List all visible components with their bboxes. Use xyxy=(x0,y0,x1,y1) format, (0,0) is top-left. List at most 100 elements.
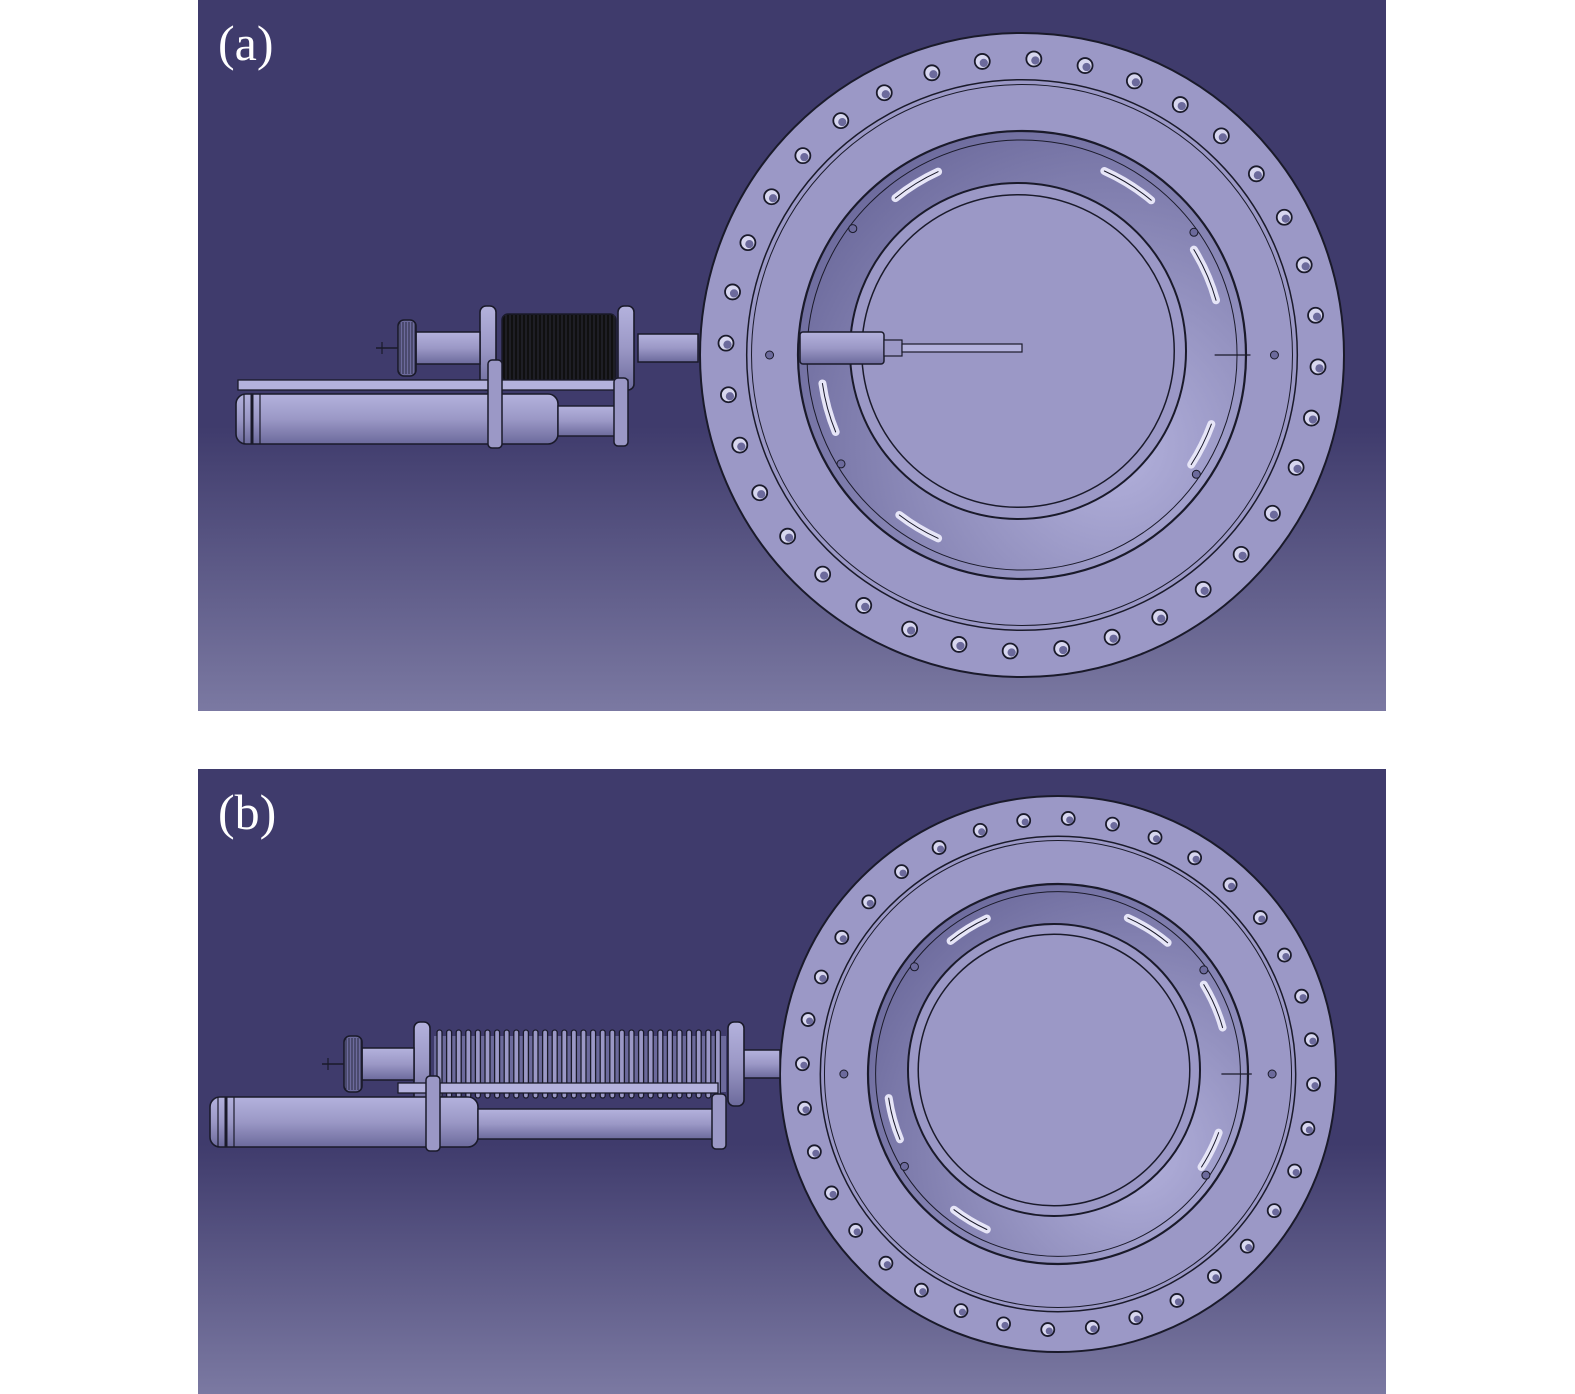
bolt-hole-shadow xyxy=(839,935,847,943)
cooling-slot-edge xyxy=(888,1097,901,1140)
bolt-hole-shadow xyxy=(979,58,988,68)
bolt-hole-shadow xyxy=(745,240,754,249)
bolt-hole-shadow xyxy=(1312,312,1322,321)
bolt-hole-shadow xyxy=(883,1261,891,1269)
bellows-convolution xyxy=(532,1029,539,1099)
flange-seal-ring-inner xyxy=(751,84,1293,626)
cooling-slot-edge xyxy=(898,514,939,539)
cooling-slot-edge xyxy=(953,1209,988,1230)
locating-pin xyxy=(1191,469,1201,479)
guide-rod xyxy=(397,1082,719,1094)
bolt-hole-shadow xyxy=(806,1017,814,1025)
bolt-hole-shadow xyxy=(1174,1298,1182,1306)
bolt-hole-shadow xyxy=(907,626,916,635)
bellows-end-plate xyxy=(727,1021,745,1107)
probe-collar xyxy=(883,339,903,357)
actuator-cylinder xyxy=(235,393,559,445)
bellows-convolution xyxy=(599,1029,606,1099)
piston-rod xyxy=(557,405,621,437)
locating-pin xyxy=(1199,965,1209,975)
cooling-slot-edge xyxy=(894,171,939,199)
locating-pin xyxy=(1267,1069,1277,1079)
cooling-slot-edge xyxy=(1127,917,1169,944)
vacuum-flange xyxy=(699,32,1345,678)
inner-plate-edge xyxy=(917,933,1191,1207)
bolt-hole-shadow xyxy=(838,118,847,127)
locating-pin xyxy=(1269,350,1279,360)
bellows-convolution xyxy=(561,1029,568,1099)
connecting-tube xyxy=(637,333,699,363)
bellows-convolution xyxy=(676,1029,683,1099)
bolt-hole-shadow xyxy=(1292,1168,1300,1177)
bolt-hole-shadow xyxy=(1131,78,1140,87)
panel-b: (b) xyxy=(198,769,1386,1394)
bolt-hole-shadow xyxy=(819,974,827,983)
bolt-hole-shadow xyxy=(1269,510,1279,519)
bolt-hole-shadow xyxy=(1200,586,1209,595)
bolt-hole-shadow xyxy=(1253,171,1262,180)
bellows-convolution xyxy=(618,1029,626,1099)
bolt-hole-shadow xyxy=(1301,262,1310,271)
bolt-hole-shadow xyxy=(1133,1315,1141,1323)
bolt-hole-shadow xyxy=(802,1106,810,1114)
bolt-hole-shadow xyxy=(919,1288,927,1296)
probe-body xyxy=(799,331,885,365)
locating-pin xyxy=(909,962,919,972)
guide-rod xyxy=(237,379,629,391)
bolt-hole-shadow xyxy=(1045,1327,1053,1335)
flange-seal-ring xyxy=(819,835,1297,1313)
bolt-hole-shadow xyxy=(1082,62,1091,72)
bolt-hole-shadow xyxy=(1311,1082,1319,1090)
cooling-slot-edge xyxy=(1203,984,1224,1029)
bolt-hole-shadow xyxy=(937,845,945,853)
probe-tip xyxy=(901,343,1023,353)
bolt-hole-shadow xyxy=(1315,364,1324,373)
bolt-hole-shadow xyxy=(1281,214,1290,223)
cooling-slot-edge xyxy=(1103,170,1152,201)
bellows-convolution xyxy=(685,1029,693,1099)
bolt-hole-shadow xyxy=(757,490,766,499)
bolt-hole-shadow xyxy=(1305,1126,1313,1134)
bolt-hole-shadow xyxy=(737,442,746,451)
bolt-hole-shadow xyxy=(1066,816,1074,824)
bolt-hole-shadow xyxy=(1090,1325,1098,1333)
bellows-convolution xyxy=(570,1029,578,1099)
bolt-hole-shadow xyxy=(1293,464,1302,473)
bolt-hole-shadow xyxy=(1218,133,1227,142)
mini-flange xyxy=(397,319,417,377)
bellows-convolution xyxy=(513,1029,520,1099)
bolt-hole-shadow xyxy=(1110,822,1118,830)
bolt-hole-shadow xyxy=(829,1190,837,1198)
locating-pin xyxy=(836,459,846,469)
mounting-bracket xyxy=(487,359,503,449)
bolt-hole-shadow xyxy=(1177,101,1186,111)
bolt-hole-shadow xyxy=(1059,645,1068,655)
linear-actuator xyxy=(209,1075,727,1152)
cooling-slot-edge xyxy=(950,918,988,942)
bolt-hole-shadow xyxy=(723,340,732,349)
bolt-hole-shadow xyxy=(1192,855,1200,863)
linear-feedthrough xyxy=(376,305,1023,391)
bellows-convolution xyxy=(647,1029,654,1099)
locating-pin xyxy=(1201,1170,1211,1180)
mini-flange xyxy=(343,1035,363,1093)
rear-shaft xyxy=(415,331,481,365)
bolt-hole-shadow xyxy=(1258,915,1266,923)
linear-actuator xyxy=(235,359,629,449)
bolt-hole-shadow xyxy=(725,392,735,401)
bolt-hole-shadow xyxy=(881,90,890,99)
bolt-hole-shadow xyxy=(866,899,874,907)
bolt-hole-shadow xyxy=(1007,648,1016,657)
locating-pin xyxy=(765,350,775,360)
flange-seal-ring-inner xyxy=(823,839,1293,1309)
bolt-hole-shadow xyxy=(956,641,965,651)
bellows-convolution xyxy=(657,1029,664,1099)
end-bracket xyxy=(613,377,629,447)
bolt-hole-shadow xyxy=(1157,614,1166,623)
bellows-convolution xyxy=(474,1029,482,1099)
cooling-slot-edge xyxy=(1201,1132,1220,1168)
bolt-hole-shadow xyxy=(853,1228,861,1236)
bolt-hole-shadow xyxy=(929,70,938,79)
bolt-hole-shadow xyxy=(1109,634,1118,643)
bellows-convolution xyxy=(666,1029,674,1099)
